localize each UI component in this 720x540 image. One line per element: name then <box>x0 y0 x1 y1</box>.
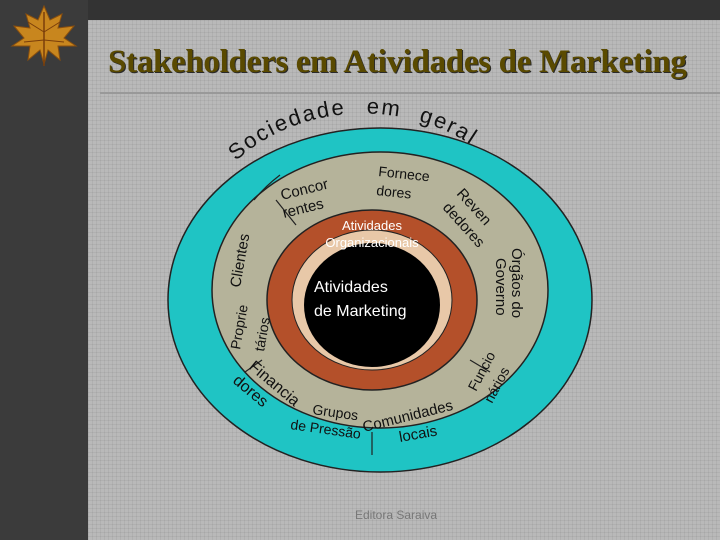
label-proprietarios-1: Proprie <box>227 303 251 350</box>
marketing-core <box>304 243 440 367</box>
label-org-1: Atividades <box>342 218 402 233</box>
footer-credit: Editora Saraiva <box>355 508 438 522</box>
sidebar-strip <box>0 0 88 540</box>
label-fornecedores-2: dores <box>376 182 413 202</box>
core-label-2: de Marketing <box>314 303 407 320</box>
ring-dividers <box>244 174 491 455</box>
label-fornecedores-1: Fornece <box>378 163 431 184</box>
title-divider <box>100 92 720 94</box>
label-org-2: Organizacionais <box>325 235 419 250</box>
label-orgaos-2: Governo <box>492 258 509 316</box>
core-label-1: Atividades <box>314 279 388 296</box>
label-proprietarios-2: tários <box>251 316 273 352</box>
slide-title: Stakeholders em Atividades de Marketing <box>108 44 687 80</box>
autumn-leaf-icon <box>10 4 78 66</box>
label-comunidades-2: locais <box>398 423 439 446</box>
label-grupos-1: Grupos <box>312 401 360 423</box>
label-orgaos-1: Órgãos do <box>508 248 525 318</box>
